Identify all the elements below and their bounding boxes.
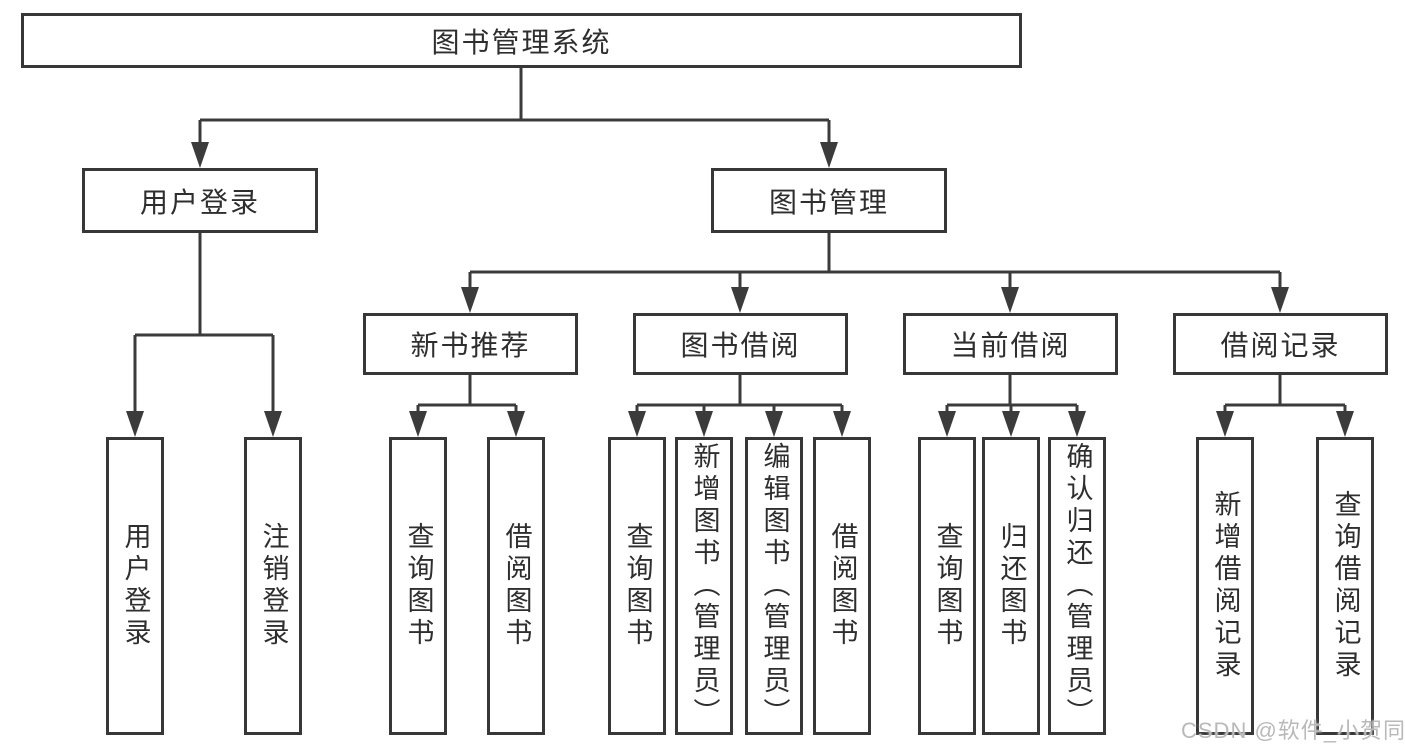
- leaf-label: 查询图书: [622, 522, 653, 650]
- leaf-edit-book-admin: 编辑图书（管理员）: [745, 437, 803, 735]
- leaf-label: 查询借阅记录: [1330, 490, 1361, 682]
- leaf-label: 新增借阅记录: [1210, 490, 1241, 682]
- node-book-management: 图书管理: [711, 168, 947, 233]
- node-label: 图书借阅: [680, 330, 801, 361]
- node-label: 新书推荐: [410, 330, 531, 361]
- leaf-add-book-admin: 新增图书（管理员）: [675, 437, 733, 735]
- leaf-confirm-return-admin: 确认归还（管理员）: [1048, 437, 1106, 735]
- leaf-label: 编辑图书（管理员）: [759, 442, 790, 730]
- node-new-book-recommendation: 新书推荐: [363, 313, 578, 375]
- node-borrowing-records: 借阅记录: [1173, 313, 1388, 375]
- node-library-management-system: 图书管理系统: [21, 13, 1022, 68]
- leaf-label: 归还图书: [996, 522, 1027, 650]
- leaf-return-books: 归还图书: [982, 437, 1040, 735]
- leaf-label: 查询图书: [932, 522, 963, 650]
- leaf-logout: 注销登录: [244, 437, 302, 735]
- leaf-label: 借阅图书: [827, 522, 858, 650]
- node-label: 当前借阅: [950, 330, 1071, 361]
- leaf-user-login: 用户登录: [106, 437, 164, 735]
- arrowheads: [126, 142, 1354, 437]
- node-label: 用户登录: [139, 186, 260, 218]
- leaf-label: 用户登录: [120, 522, 151, 650]
- leaf-add-borrow-record: 新增借阅记录: [1196, 437, 1254, 735]
- node-user-login: 用户登录: [82, 168, 318, 233]
- node-book-borrowing: 图书借阅: [633, 313, 848, 375]
- node-label: 借阅记录: [1220, 330, 1341, 361]
- node-current-borrowing: 当前借阅: [903, 313, 1118, 375]
- leaf-borrow-books-borrowing: 借阅图书: [813, 437, 871, 735]
- leaf-query-books-current: 查询图书: [918, 437, 976, 735]
- node-label: 图书管理系统: [431, 26, 612, 58]
- leaf-query-books-borrowing: 查询图书: [608, 437, 666, 735]
- leaf-borrow-books-recommendation: 借阅图书: [487, 437, 545, 735]
- leaf-label: 查询图书: [403, 522, 434, 650]
- leaf-label: 新增图书（管理员）: [689, 442, 720, 730]
- leaf-label: 注销登录: [258, 522, 289, 650]
- leaf-label: 借阅图书: [501, 522, 532, 650]
- leaf-query-books-recommendation: 查询图书: [389, 437, 447, 735]
- leaf-query-borrow-record: 查询借阅记录: [1316, 437, 1374, 735]
- leaf-label: 确认归还（管理员）: [1062, 442, 1093, 730]
- node-label: 图书管理: [768, 186, 889, 218]
- watermark-text: CSDN @软件_小贺同学: [1181, 718, 1405, 743]
